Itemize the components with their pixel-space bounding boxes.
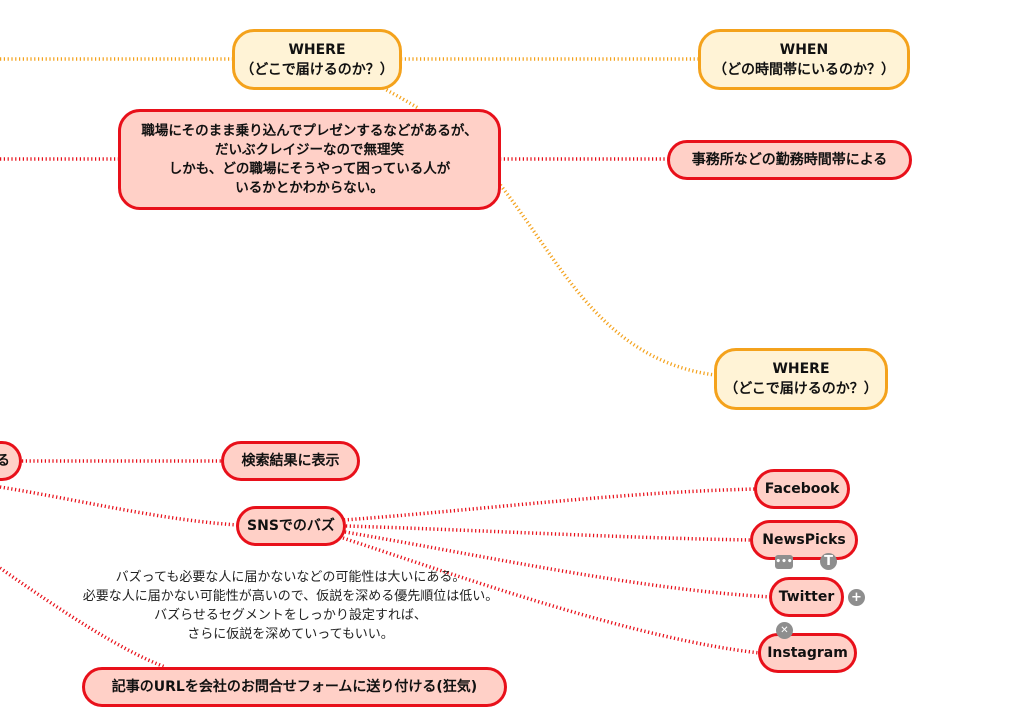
link-where-to-workplace xyxy=(382,86,419,110)
office-hours-node[interactable]: 事務所などの勤務時間帯による xyxy=(667,140,912,180)
sns-note: バズっても必要な人に届かないなどの可能性は大いにある。 必要な人に届かない可能性… xyxy=(82,570,499,642)
facebook-node[interactable]: Facebook xyxy=(754,469,850,509)
workplace-node[interactable]: 職場にそのまま乗り込んでプレゼンするなどがあるが、 だいぶクレイジーなので無理笑… xyxy=(118,109,501,210)
link-sns-to-twitter xyxy=(344,530,773,599)
where-node-mid[interactable]: WHERE （どこで届けるのか？） xyxy=(714,348,888,410)
text-format-icon[interactable]: T xyxy=(820,553,837,570)
sns-buzz-node[interactable]: SNSでのバズ xyxy=(236,506,346,546)
link-sns-to-facebook xyxy=(343,487,757,522)
twitter-node[interactable]: Twitter xyxy=(769,577,844,617)
search-results-node[interactable]: 検索結果に表示 xyxy=(221,441,360,481)
instagram-node[interactable]: Instagram xyxy=(758,633,857,673)
where-node-top[interactable]: WHERE （どこで届けるのか？） xyxy=(232,29,402,90)
link-workplace-to-where-mid xyxy=(496,180,716,377)
newspicks-node[interactable]: NewsPicks xyxy=(750,520,858,560)
contact-form-node[interactable]: 記事のURLを会社のお問合せフォームに送り付ける(狂気) xyxy=(82,667,507,707)
add-node-icon[interactable]: + xyxy=(848,589,865,606)
link-left-to-sns xyxy=(0,485,239,527)
when-node-top[interactable]: WHEN （どの時間帯にいるのか？） xyxy=(698,29,910,90)
close-icon[interactable]: ✕ xyxy=(776,622,793,639)
link-sns-to-newspicks xyxy=(345,524,753,542)
more-options-icon[interactable]: ••• xyxy=(775,555,793,569)
